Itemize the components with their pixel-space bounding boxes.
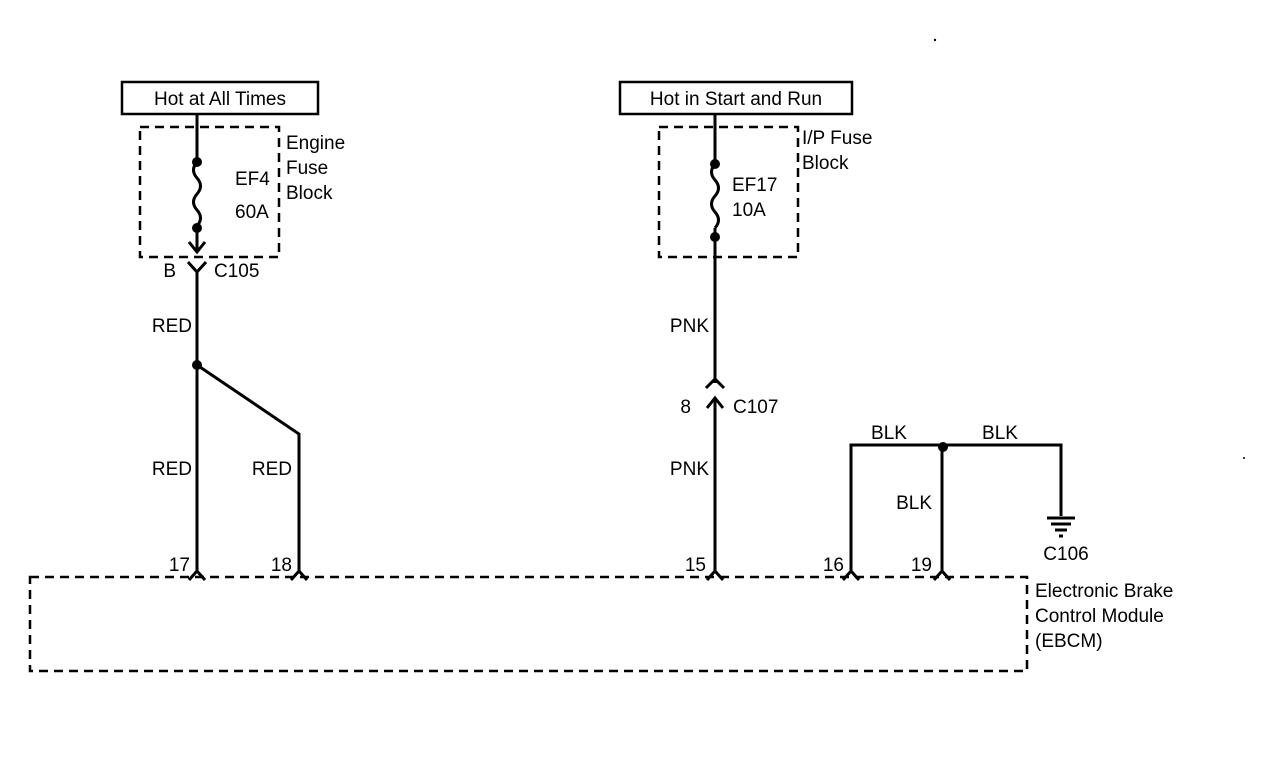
- c107-connector-icon: [704, 376, 726, 390]
- ip-fuse-block-name-1: I/P Fuse: [802, 128, 872, 149]
- ip-fuse-block-outline: [657, 125, 800, 259]
- red-wire-branch: [196, 363, 301, 572]
- ef4-fuse-id: EF4: [235, 169, 270, 190]
- ebcm-name-2: Control Module: [1035, 606, 1164, 627]
- pin-17-label: 17: [169, 555, 190, 576]
- engine-fuse-block-outline: [138, 125, 281, 259]
- engine-fuse-block-name-3: Block: [286, 183, 333, 204]
- c107-arrow-icon: [705, 395, 725, 409]
- blk-top-right-label: BLK: [982, 423, 1018, 444]
- hot-in-start-and-run-label: Hot in Start and Run: [650, 89, 822, 110]
- pin-18-connector-icon: [289, 568, 309, 581]
- ground-name: C106: [1043, 544, 1088, 565]
- c107-name: C107: [733, 397, 778, 418]
- c105-name: C105: [214, 261, 259, 282]
- blk-top-left-label: BLK: [871, 423, 907, 444]
- pnk-upper-label: PNK: [670, 316, 709, 337]
- blk-vertical-label: BLK: [896, 493, 932, 514]
- scan-speck: [1243, 457, 1245, 459]
- ip-fuse-block-name-2: Block: [802, 153, 849, 174]
- scan-speck: [933, 38, 937, 42]
- blk-splice-dot: [938, 442, 948, 452]
- ef17-fuse-symbol: [710, 163, 720, 229]
- red-upper-label: RED: [152, 316, 192, 337]
- ef17-fuse-rating: 10A: [732, 200, 766, 221]
- hot-at-all-times-label: Hot at All Times: [154, 89, 286, 110]
- hot-in-start-and-run-box: [618, 80, 854, 116]
- pnk-lower-label: PNK: [670, 459, 709, 480]
- red-left-label: RED: [152, 459, 192, 480]
- pin-18-label: 18: [271, 555, 292, 576]
- c107-pin: 8: [680, 397, 691, 418]
- ef4-fuse-symbol: [192, 161, 202, 227]
- pin-19-label: 19: [911, 555, 932, 576]
- c105-arrow-icon: [187, 241, 207, 255]
- engine-fuse-block-name-2: Fuse: [286, 158, 328, 179]
- ef4-fuse-rating: 60A: [235, 202, 269, 223]
- pin-15-connector-icon: [705, 568, 725, 581]
- hot-at-all-times-box: [120, 80, 320, 116]
- red-right-label: RED: [252, 459, 292, 480]
- ebcm-name-3: (EBCM): [1035, 631, 1103, 652]
- blk-ground-wire: [849, 443, 1063, 572]
- c105-connector-icon: [186, 260, 208, 275]
- ef17-fuse-id: EF17: [732, 175, 777, 196]
- ebcm-name-1: Electronic Brake: [1035, 581, 1173, 602]
- ebcm-module-outline: [28, 575, 1029, 673]
- pin-17-connector-icon: [187, 568, 207, 581]
- pin-15-label: 15: [685, 555, 706, 576]
- pin-16-label: 16: [823, 555, 844, 576]
- engine-fuse-block-name-1: Engine: [286, 133, 345, 154]
- ground-icon: [1047, 516, 1075, 538]
- pin-19-connector-icon: [932, 568, 952, 581]
- c105-pin: B: [163, 261, 176, 282]
- pin-16-connector-icon: [841, 568, 861, 581]
